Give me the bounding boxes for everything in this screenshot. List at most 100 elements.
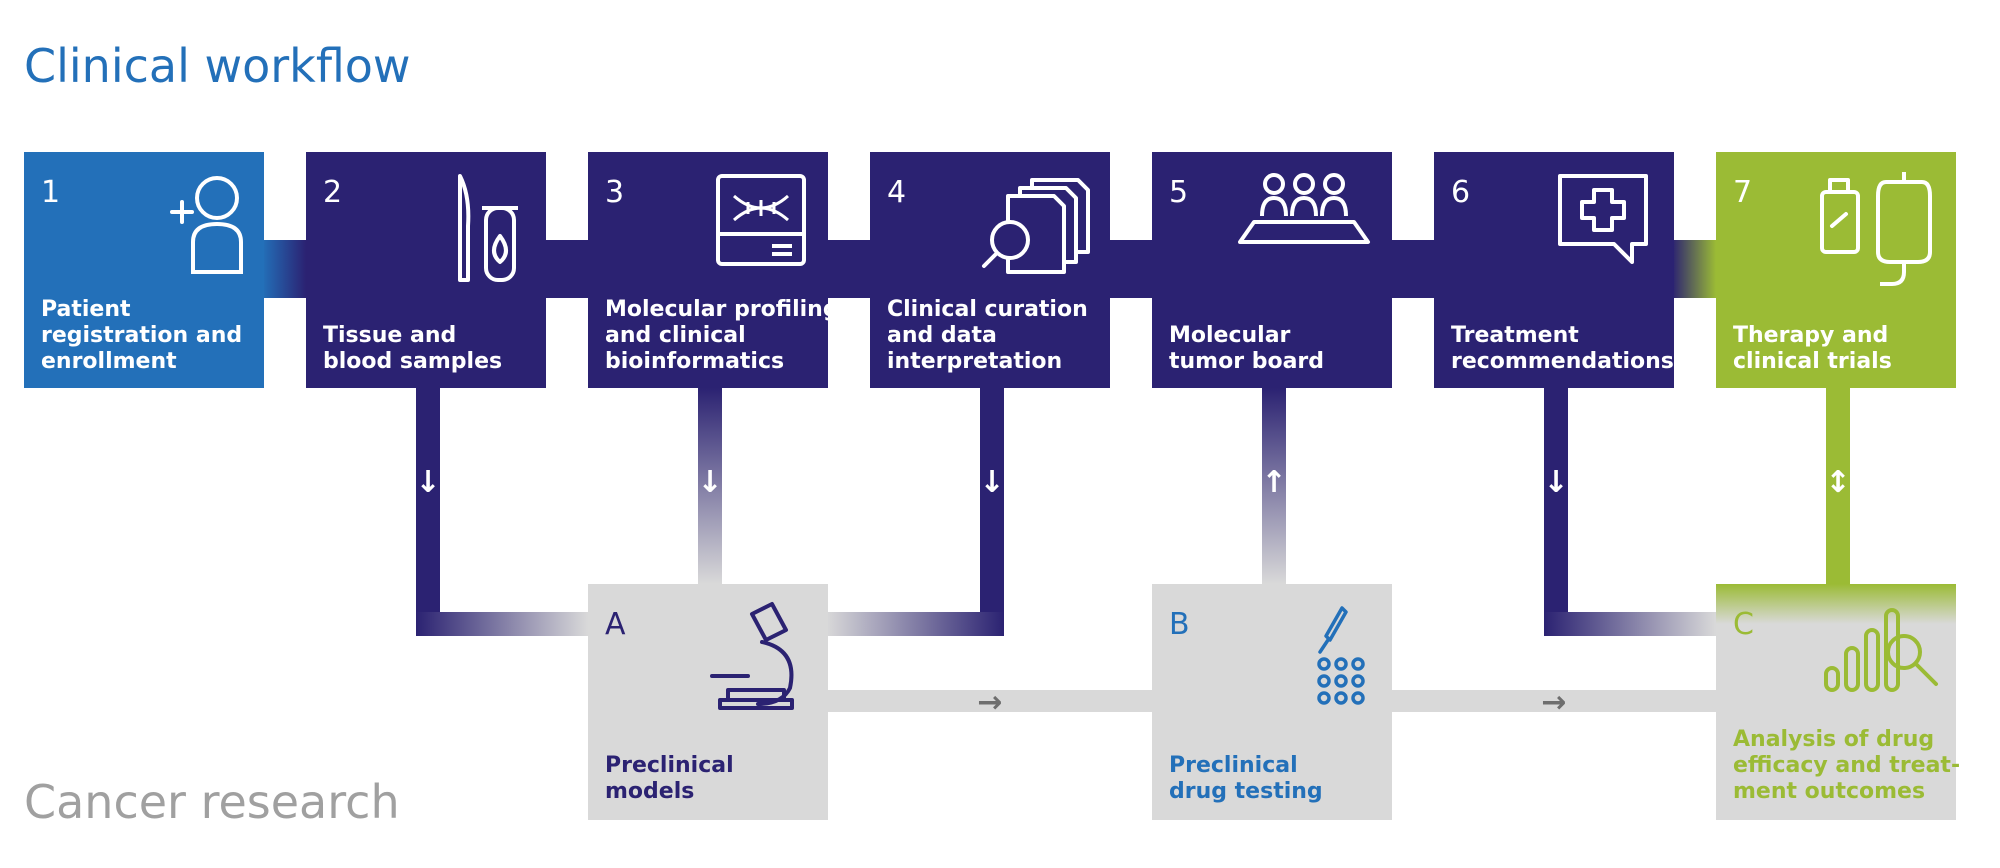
connector-6-to-c bbox=[1544, 612, 1716, 636]
connector-3-4 bbox=[826, 240, 870, 298]
step-6-box bbox=[1434, 152, 1674, 388]
clinical-step-2: 2 Tissue and blood samples bbox=[306, 152, 546, 388]
step-7-number: 7 bbox=[1733, 175, 1752, 210]
step-2-box bbox=[306, 152, 546, 388]
clinical-step-6: 6 Treatment recommendations bbox=[1434, 152, 1674, 388]
step-c-letter: C bbox=[1733, 607, 1754, 642]
step-1-number: 1 bbox=[41, 175, 60, 210]
arrow-4-down: ↓ bbox=[979, 465, 1004, 500]
clinical-step-1: 1 Patient registration and enrollment bbox=[24, 152, 264, 388]
clinical-step-3: 3 Molecular profiling and clinical bioin… bbox=[588, 152, 846, 388]
clinical-step-7: 7 Therapy and clinical trials bbox=[1716, 152, 1956, 388]
step-2-line-2: blood samples bbox=[323, 349, 502, 374]
medicine-iv-bag-icon bbox=[1820, 172, 1932, 286]
step-c-line-3: ment outcomes bbox=[1733, 779, 1925, 804]
step-5-label: Molecular tumor board bbox=[1169, 323, 1324, 374]
connector-4-5 bbox=[1108, 240, 1152, 298]
step-a-label: Preclinical models bbox=[605, 753, 741, 804]
step-2-label: Tissue and blood samples bbox=[323, 323, 502, 374]
arrow-a-b: → bbox=[977, 685, 1002, 720]
step-5-line-2: tumor board bbox=[1169, 349, 1324, 374]
step-4-line-3: interpretation bbox=[887, 349, 1062, 374]
arrow-b-up: ↑ bbox=[1261, 465, 1286, 500]
board-meeting-icon bbox=[1238, 173, 1370, 244]
connector-b-c bbox=[1390, 690, 1716, 712]
research-step-a: A Preclinical models bbox=[588, 584, 828, 820]
step-b-line-1: Preclinical bbox=[1169, 753, 1298, 778]
step-c-label: Analysis of drug efficacy and treat- men… bbox=[1733, 727, 1968, 804]
arrow-glyphs: ↓ ↓ ↓ ↑ ↓ ↕ → → bbox=[415, 465, 1850, 720]
step-3-line-1: Molecular profiling bbox=[605, 297, 839, 322]
step-b-box bbox=[1152, 584, 1392, 820]
step-a-line-1: Preclinical bbox=[605, 753, 734, 778]
medical-cross-bubble-icon bbox=[1558, 174, 1648, 264]
step-3-number: 3 bbox=[605, 175, 624, 210]
step-3-line-3: bioinformatics bbox=[605, 349, 784, 374]
clinical-connectors bbox=[262, 240, 1716, 298]
microscope-icon bbox=[710, 602, 794, 710]
step-c-line-2: efficacy and treat- bbox=[1733, 753, 1960, 778]
step-4-line-1: Clinical curation bbox=[887, 297, 1088, 322]
connector-5-6 bbox=[1390, 240, 1434, 298]
step-6-label: Treatment recommendations bbox=[1451, 323, 1674, 374]
step-1-line-2: registration and bbox=[41, 323, 242, 348]
connector-2-down bbox=[416, 388, 440, 636]
research-step-b: B Preclinical drug testing bbox=[1152, 584, 1392, 820]
connector-2-3 bbox=[544, 240, 588, 298]
bar-chart-magnifier-icon bbox=[1824, 608, 1938, 692]
arrow-7-c-both: ↕ bbox=[1825, 465, 1850, 500]
step-a-line-2: models bbox=[605, 779, 694, 804]
arrow-b-c: → bbox=[1541, 685, 1566, 720]
step-7-line-2: clinical trials bbox=[1733, 349, 1892, 374]
documents-magnifier-icon bbox=[982, 178, 1090, 274]
step-1-line-3: enrollment bbox=[41, 349, 177, 374]
step-c-top-gradient bbox=[1716, 584, 1956, 624]
arrow-6-down: ↓ bbox=[1543, 465, 1568, 500]
clinical-steps: 1 Patient registration and enrollment 2 … bbox=[24, 152, 1956, 388]
clinical-step-5: 5 Molecular tumor board bbox=[1152, 152, 1392, 388]
step-4-label: Clinical curation and data interpretatio… bbox=[887, 297, 1095, 374]
patient-add-icon bbox=[170, 176, 243, 274]
step-b-line-2: drug testing bbox=[1169, 779, 1323, 804]
connector-3-down bbox=[698, 388, 722, 584]
arrow-2-down: ↓ bbox=[415, 465, 440, 500]
step-7-line-1: Therapy and bbox=[1733, 323, 1888, 348]
connector-4-to-a bbox=[826, 612, 1004, 636]
clinical-step-4: 4 Clinical curation and data interpretat… bbox=[870, 152, 1110, 388]
research-step-c: C Analysis of drug efficacy and treat- m… bbox=[1716, 584, 1968, 820]
scalpel-tube-icon bbox=[458, 174, 518, 282]
step-7-label: Therapy and clinical trials bbox=[1733, 323, 1896, 374]
connector-a-b bbox=[826, 690, 1152, 712]
connector-2-to-a bbox=[416, 612, 588, 636]
connector-4-down bbox=[980, 388, 1004, 636]
step-2-line-1: Tissue and bbox=[323, 323, 456, 348]
cancer-research-title: Cancer research bbox=[24, 775, 400, 829]
research-steps: A Preclinical models B Preclinical drug … bbox=[588, 584, 1968, 820]
connector-7-c bbox=[1826, 388, 1850, 588]
arrow-3-down: ↓ bbox=[697, 465, 722, 500]
step-6-number: 6 bbox=[1451, 175, 1470, 210]
research-connectors bbox=[416, 388, 1850, 712]
step-4-line-2: and data bbox=[887, 323, 997, 348]
step-a-letter: A bbox=[605, 607, 626, 642]
step-c-line-1: Analysis of drug bbox=[1733, 727, 1934, 752]
step-3-label: Molecular profiling and clinical bioinfo… bbox=[605, 297, 846, 374]
step-6-line-2: recommendations bbox=[1451, 349, 1674, 374]
step-b-letter: B bbox=[1169, 607, 1190, 642]
pipette-plate-icon bbox=[1317, 606, 1365, 705]
dna-sequencer-icon bbox=[716, 174, 806, 266]
step-5-line-1: Molecular bbox=[1169, 323, 1291, 348]
connector-b-up bbox=[1262, 388, 1286, 584]
connector-6-7 bbox=[1672, 240, 1716, 298]
connector-1-2 bbox=[262, 240, 306, 298]
connector-6-down bbox=[1544, 388, 1568, 636]
step-2-number: 2 bbox=[323, 175, 342, 210]
step-b-label: Preclinical drug testing bbox=[1169, 753, 1323, 804]
clinical-workflow-title: Clinical workflow bbox=[24, 39, 411, 93]
step-6-line-1: Treatment bbox=[1451, 323, 1579, 348]
step-4-number: 4 bbox=[887, 175, 906, 210]
step-1-label: Patient registration and enrollment bbox=[41, 297, 250, 374]
step-5-number: 5 bbox=[1169, 175, 1188, 210]
step-3-line-2: and clinical bbox=[605, 323, 746, 348]
